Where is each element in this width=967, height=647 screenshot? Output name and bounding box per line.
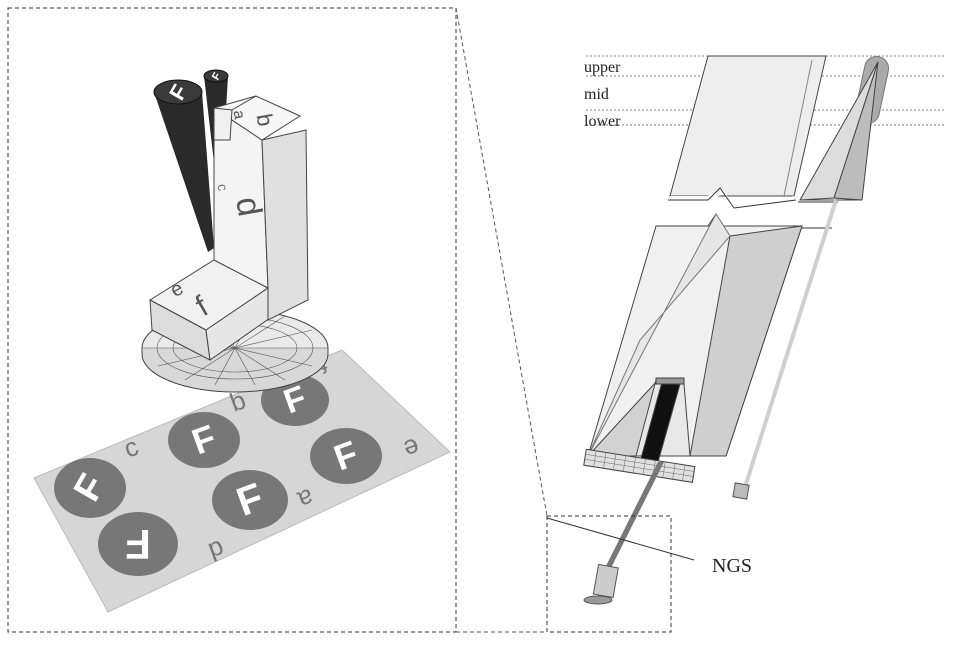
upper-beam-section [669,55,827,210]
guide-rod [732,199,838,500]
plate-disc-2: F [98,512,178,576]
lower-beam-section [586,213,803,463]
level-label-lower: lower [584,113,621,130]
prism-column [149,95,309,361]
detector-plate [583,448,696,483]
plate-disc-6: F [310,428,382,484]
ngs-label: NGS [712,555,752,577]
face-label-c: c [214,182,231,192]
plate-disc-4: F [212,470,288,530]
level-label-mid: mid [584,86,609,103]
ngs-zoom-frame [546,515,672,633]
plate-disc-1: F [54,458,126,518]
ngs-pointer-line [546,517,695,561]
connector-top [455,7,548,517]
face-label-a: a [229,109,247,121]
level-label-upper: upper [584,59,621,76]
face-label-b: b [251,112,278,128]
letter-plate: F F F F F F b c d a e f [33,349,451,613]
ngs-beam [583,462,664,605]
dark-cylinder-large: F [153,79,214,252]
plate-glyph: F [125,521,151,568]
upper-small-prism [799,55,890,201]
plate-disc-3: F [168,412,240,468]
